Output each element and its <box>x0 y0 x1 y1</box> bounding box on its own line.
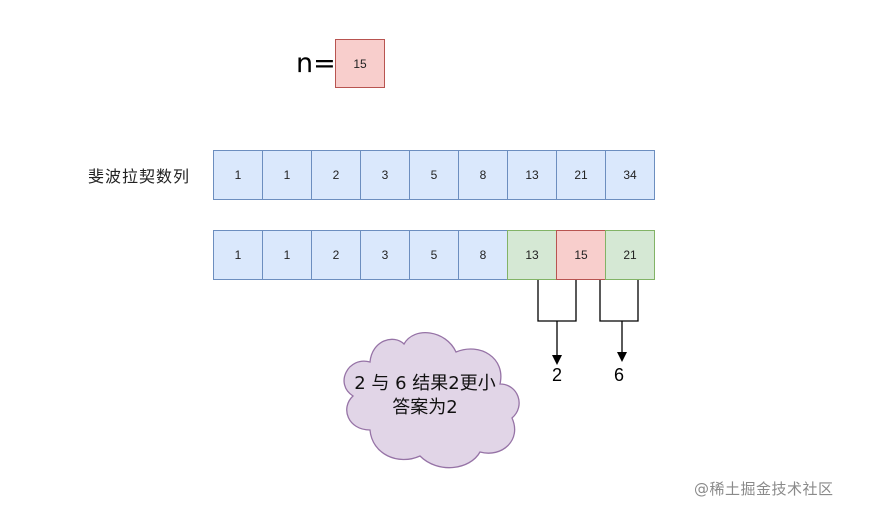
fib-cell: 1 <box>213 150 263 200</box>
n-label: n= <box>296 48 336 79</box>
difference-left: 2 <box>552 365 563 385</box>
fibonacci-row-label: 斐波拉契数列 <box>88 167 191 186</box>
inserted-n-cell: 15 <box>556 230 606 280</box>
left-bracket <box>537 280 577 322</box>
upper-neighbor-cell: 21 <box>605 230 655 280</box>
fib-cell: 34 <box>605 150 655 200</box>
right-bracket <box>599 280 639 322</box>
fib-cell: 13 <box>507 150 557 200</box>
n-value-box: 15 <box>335 39 385 88</box>
cloud-shape <box>343 332 520 469</box>
fib-cell: 5 <box>409 150 459 200</box>
fib-cell: 8 <box>458 150 508 200</box>
cloud-line-1: 2 与 6 结果2更小 <box>354 373 496 394</box>
insert-cell: 5 <box>409 230 459 280</box>
cloud-line-2: 答案为2 <box>392 397 458 418</box>
difference-right: 6 <box>614 365 625 385</box>
insert-cell: 2 <box>311 230 361 280</box>
watermark: @稀土掘金技术社区 <box>694 480 834 498</box>
fib-cell: 21 <box>556 150 606 200</box>
fib-cell: 2 <box>311 150 361 200</box>
n-value: 15 <box>353 56 367 71</box>
fib-cell: 1 <box>262 150 312 200</box>
fibonacci-row: 1 1 2 3 5 8 13 21 34 <box>213 150 655 200</box>
insert-cell: 3 <box>360 230 410 280</box>
insertion-row: 1 1 2 3 5 8 13 15 21 <box>213 230 655 280</box>
cloud-text: 2 与 6 结果2更小 答案为2 <box>330 372 520 420</box>
fib-cell: 3 <box>360 150 410 200</box>
